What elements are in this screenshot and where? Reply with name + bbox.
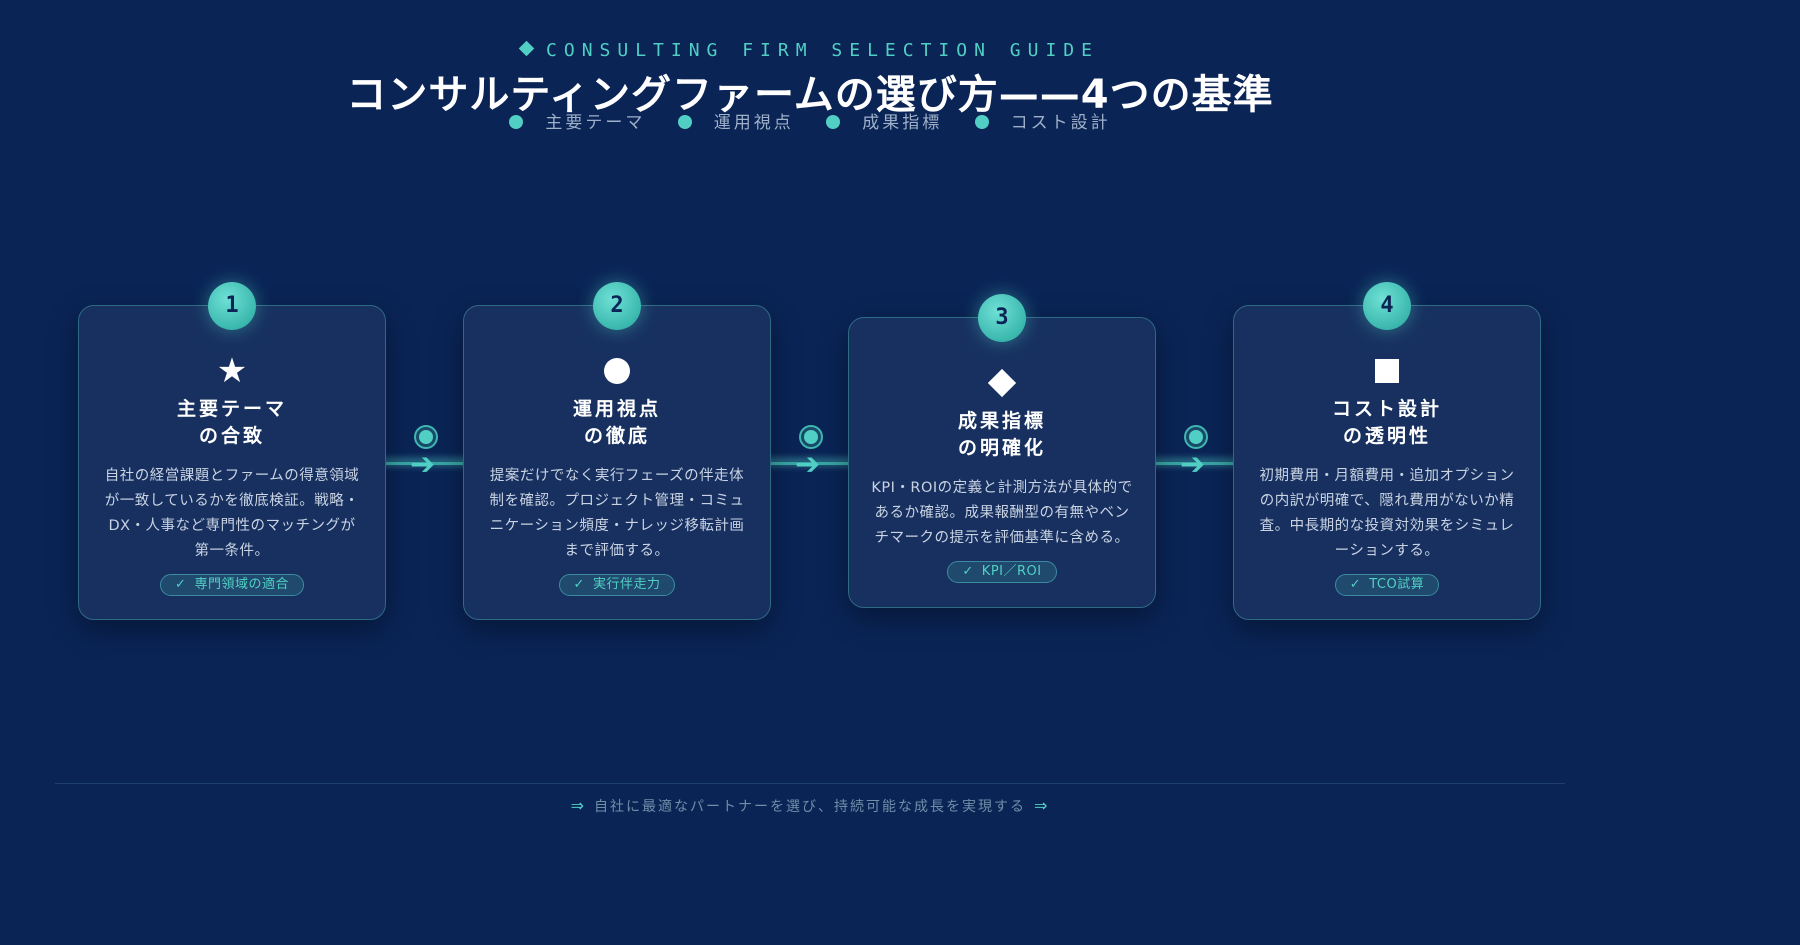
step-title: 運用視点 の徹底	[572, 398, 661, 447]
tag-item: 成果指標	[826, 108, 942, 133]
step-description: 自社の経営課題とファームの得意領域が一致しているかを徹底検証。戦略・DX・人事な…	[104, 468, 360, 559]
footer-divider	[55, 783, 1565, 784]
eyebrow-text: CONSULTING FIRM SELECTION GUIDE	[546, 40, 1099, 61]
arrow-right-icon: ➔	[1180, 447, 1206, 482]
check-icon: ✓	[573, 577, 585, 592]
circle-icon	[604, 358, 630, 384]
step-card-1: 1 ★ 主要テーマ の合致 自社の経営課題とファームの得意領域が一致しているかを…	[78, 282, 386, 620]
diamond-icon	[518, 40, 535, 57]
tag-row: 主要テーマ 運用視点 成果指標 コスト設計	[0, 108, 1620, 133]
step-number-badge: 2	[593, 282, 641, 330]
step-title: 主要テーマ の合致	[176, 398, 287, 447]
arrow-right-icon: ➔	[410, 447, 436, 482]
step-description: 提案だけでなく実行フェーズの伴走体制を確認。プロジェクト管理・コミュニケーション…	[489, 468, 745, 559]
tag-item: コスト設計	[974, 108, 1111, 133]
tag-item: 主要テーマ	[509, 108, 645, 133]
double-arrow-icon: ⇒	[1034, 796, 1050, 815]
dot-icon	[509, 115, 524, 129]
eyebrow: CONSULTING FIRM SELECTION GUIDE	[0, 40, 1620, 61]
connector-3-4	[1156, 462, 1234, 465]
connector-node-icon	[416, 427, 436, 447]
star-icon: ★	[216, 351, 248, 391]
footer-message: ⇒自社に最適なパートナーを選び、持続可能な成長を実現する⇒	[570, 796, 1050, 815]
step-pill: ✓実行伴走力	[558, 574, 676, 596]
connector-2-3	[771, 462, 849, 465]
connector-node-icon	[1186, 427, 1206, 447]
step-card-3: 3 成果指標 の明確化 KPI・ROIの定義と計測方法が具体的であるか確認。成果…	[848, 294, 1156, 608]
step-card-4: 4 コスト設計 の透明性 初期費用・月額費用・追加オプションの内訳が明確で、隠れ…	[1233, 282, 1541, 620]
connector-node-icon	[801, 427, 821, 447]
connector-1-2	[386, 462, 464, 465]
step-number-badge: 4	[1363, 282, 1411, 330]
step-number-badge: 3	[978, 294, 1026, 342]
check-icon: ✓	[1349, 577, 1362, 592]
step-title: 成果指標 の明確化	[957, 410, 1046, 459]
diamond-icon	[987, 368, 1017, 398]
step-pill: ✓専門領域の適合	[160, 574, 304, 596]
dot-icon	[677, 115, 692, 129]
page-title: コンサルティングファームの選び方——4つの基準	[346, 72, 1274, 118]
dot-icon	[826, 115, 841, 129]
tag-item: 運用視点	[677, 108, 794, 133]
step-card-2: 2 運用視点 の徹底 提案だけでなく実行フェーズの伴走体制を確認。プロジェクト管…	[463, 282, 771, 620]
step-pill: ✓KPI／ROI	[947, 561, 1057, 583]
check-icon: ✓	[175, 577, 187, 592]
double-arrow-icon: ⇒	[570, 796, 586, 815]
check-icon: ✓	[962, 564, 974, 579]
step-description: 初期費用・月額費用・追加オプションの内訳が明確で、隠れ費用がないか精査。中長期的…	[1259, 468, 1515, 559]
square-icon	[1375, 359, 1399, 383]
step-pill: ✓TCO試算	[1334, 574, 1440, 596]
dot-icon	[974, 115, 989, 129]
arrow-right-icon: ➔	[795, 447, 821, 482]
step-description: KPI・ROIの定義と計測方法が具体的であるか確認。成果報酬型の有無やベンチマー…	[871, 480, 1133, 546]
step-title: コスト設計 の透明性	[1331, 398, 1442, 447]
step-number-badge: 1	[208, 282, 256, 330]
